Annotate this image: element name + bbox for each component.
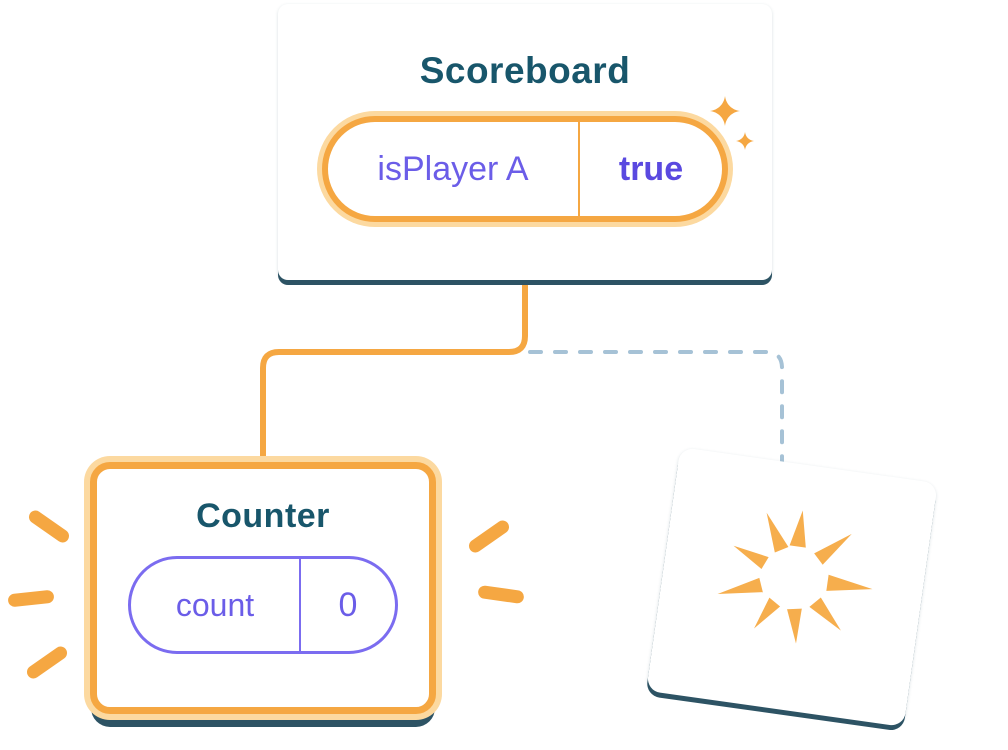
counter-component-card: Counter count 0 [90,462,436,714]
counter-title: Counter [196,497,330,535]
state-value: 0 [338,585,358,624]
state-label: isPlayer A [377,149,529,188]
connector-dashed-blue [528,350,784,470]
sparkle-small-icon [736,132,754,150]
poof-burst-icon [717,510,873,644]
scoreboard-component-card: Scoreboard isPlayer A true [278,4,772,280]
destroyed-component-card [646,447,938,727]
scoreboard-title: Scoreboard [419,50,631,91]
sparkle-large-icon [710,96,740,126]
scoreboard-state-pill: isPlayer A true [322,116,728,222]
state-label: count [175,586,255,623]
connector-solid-orange [260,279,528,461]
counter-state-pill: count 0 [128,556,398,654]
pill-divider [578,122,580,216]
pill-divider [299,559,301,651]
state-value: true [618,149,684,188]
sparkle-icon [710,96,766,160]
